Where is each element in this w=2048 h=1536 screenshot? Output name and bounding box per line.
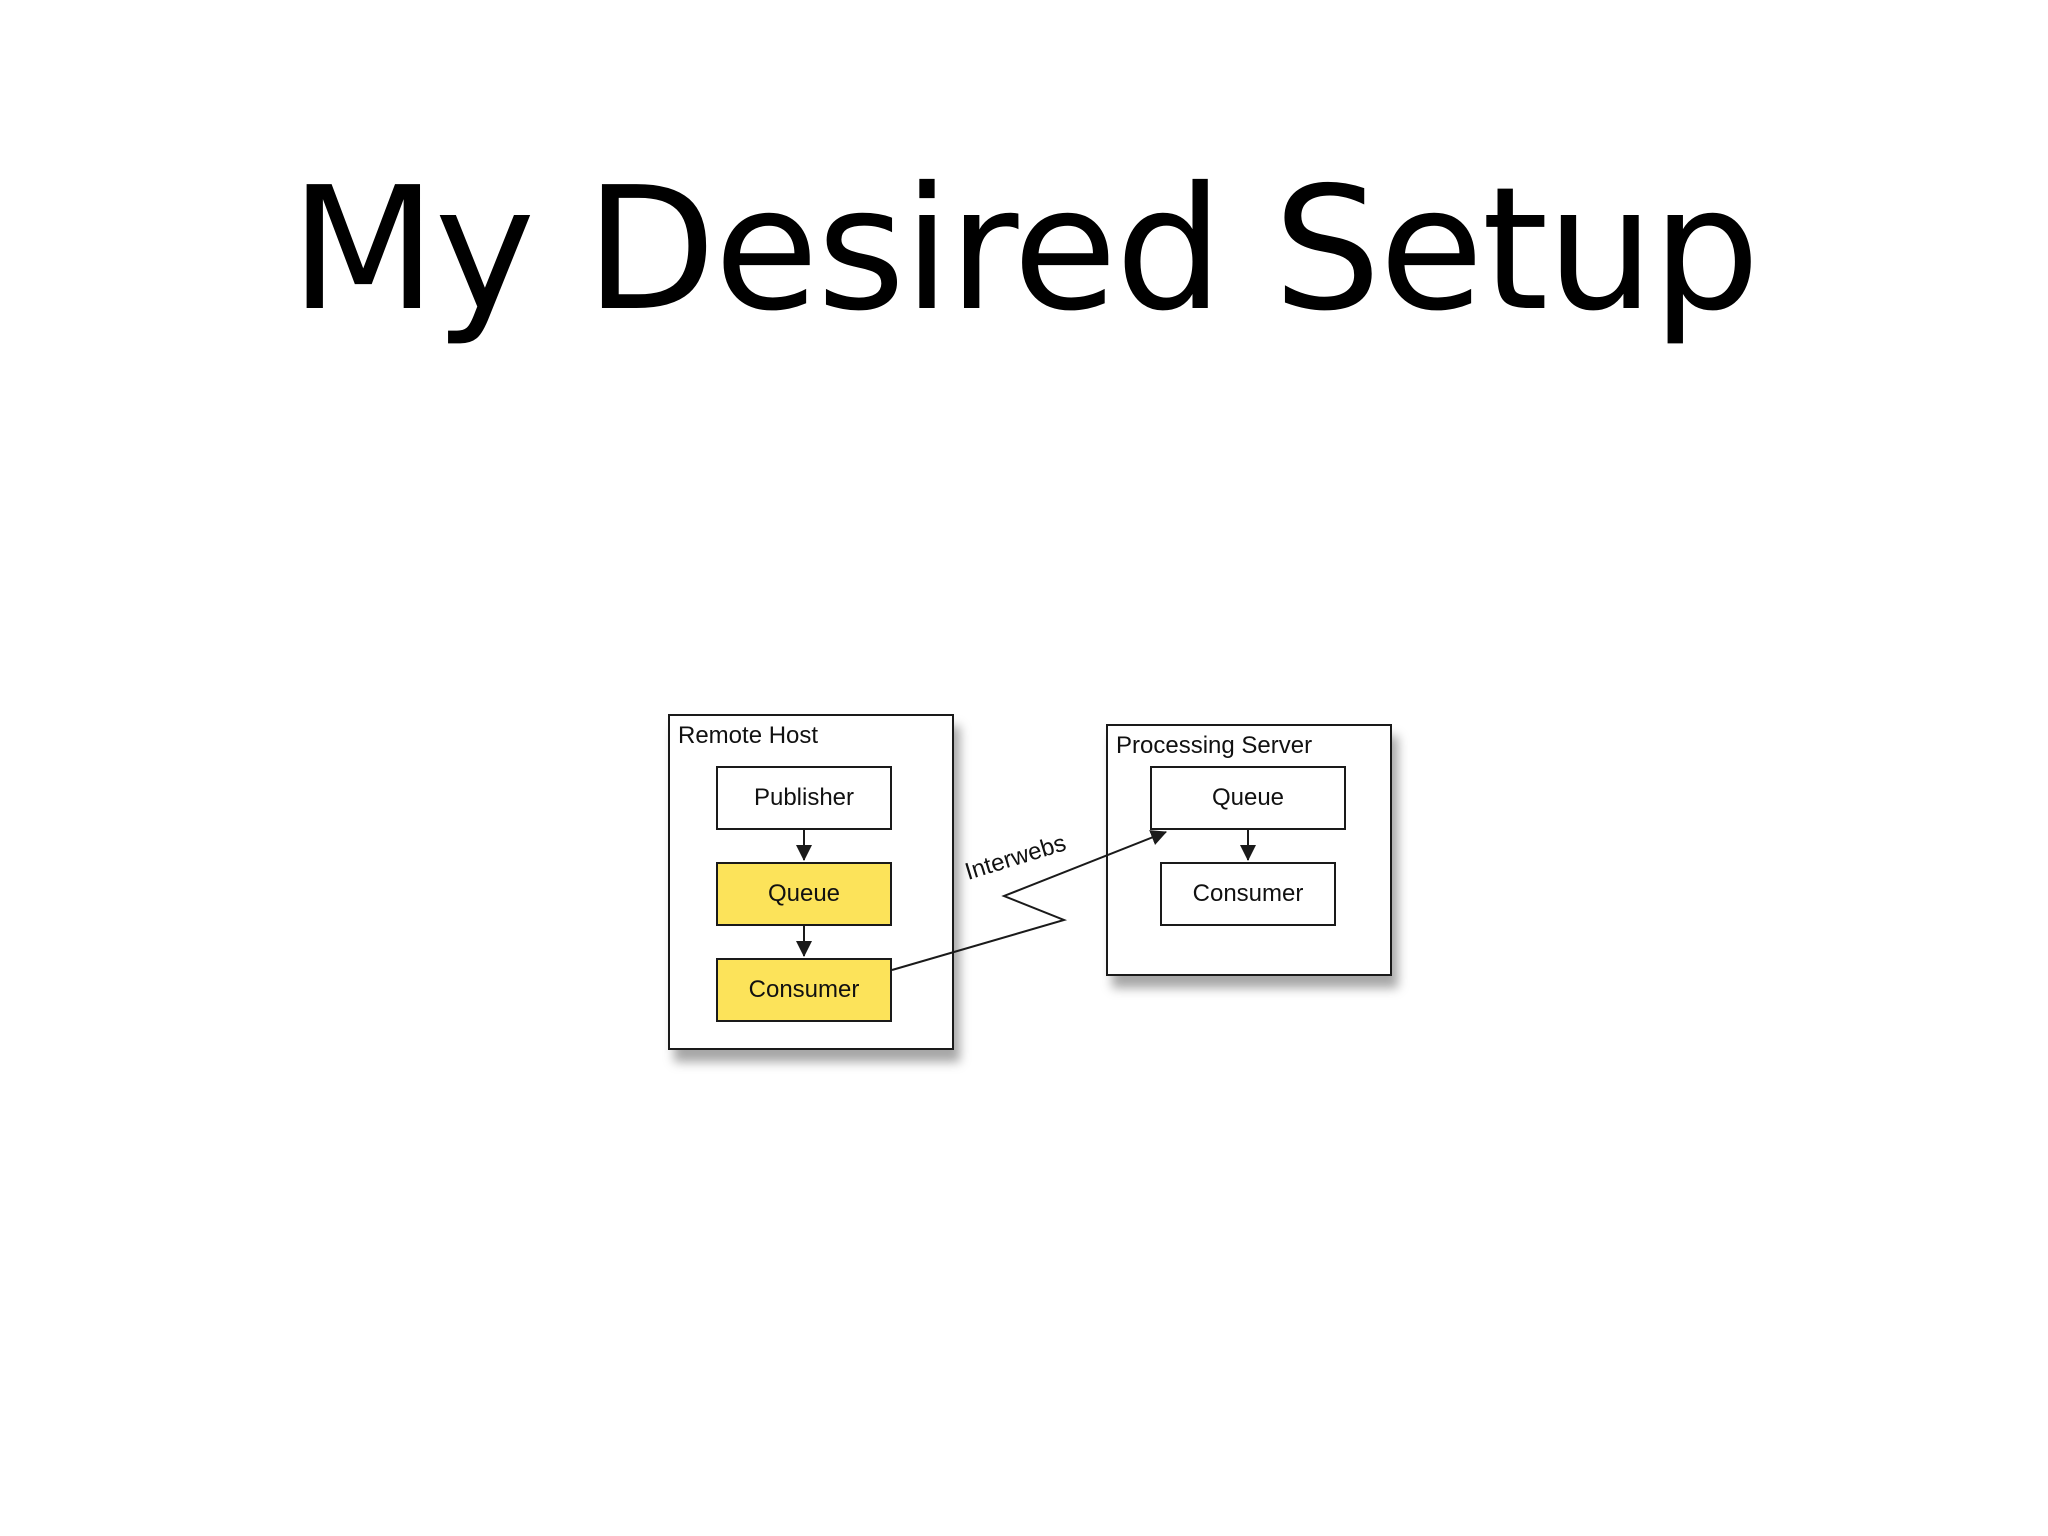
publisher-node: Publisher xyxy=(716,766,892,830)
remote-host-label: Remote Host xyxy=(678,722,819,749)
remote-queue-node: Queue xyxy=(716,862,892,926)
server-queue-node: Queue xyxy=(1150,766,1346,830)
interwebs-link-arrow xyxy=(891,830,1167,971)
slide-title: My Desired Setup xyxy=(289,151,1760,349)
server-consumer-node: Consumer xyxy=(1160,862,1336,926)
processing-server-label: Processing Server xyxy=(1116,732,1313,759)
remote-consumer-node: Consumer xyxy=(716,958,892,1022)
